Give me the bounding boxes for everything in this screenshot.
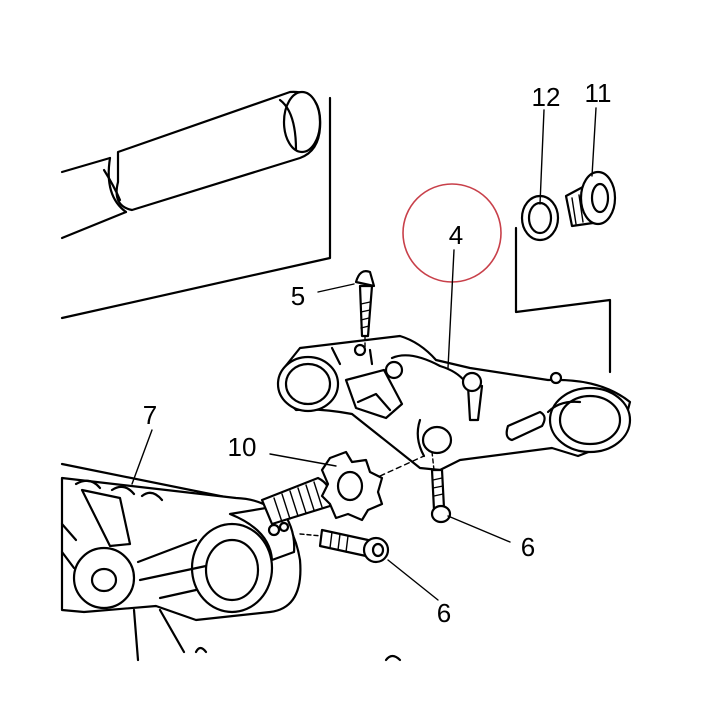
- callout-5: 5: [291, 281, 305, 311]
- cap-bolt-part-11: [564, 170, 617, 228]
- callout-4: 4: [449, 220, 463, 250]
- lock-washer-part-10: [320, 450, 384, 522]
- callout-11: 11: [585, 78, 612, 108]
- callout-6-right: 6: [521, 532, 535, 562]
- bolt-part-6-vertical: [430, 451, 452, 524]
- triple-clamp-part-4: [276, 334, 632, 472]
- callout-6-lower: 6: [437, 598, 451, 628]
- bolt-part-5: [354, 270, 376, 349]
- callout-12: 12: [532, 82, 561, 112]
- callout-10: 10: [228, 432, 257, 462]
- steering-stem-thread: [260, 476, 332, 526]
- callout-7: 7: [143, 400, 157, 430]
- bolt-part-6-horizontal: [299, 528, 390, 564]
- fork-tube: [60, 90, 332, 320]
- leader-lines: [131, 107, 597, 601]
